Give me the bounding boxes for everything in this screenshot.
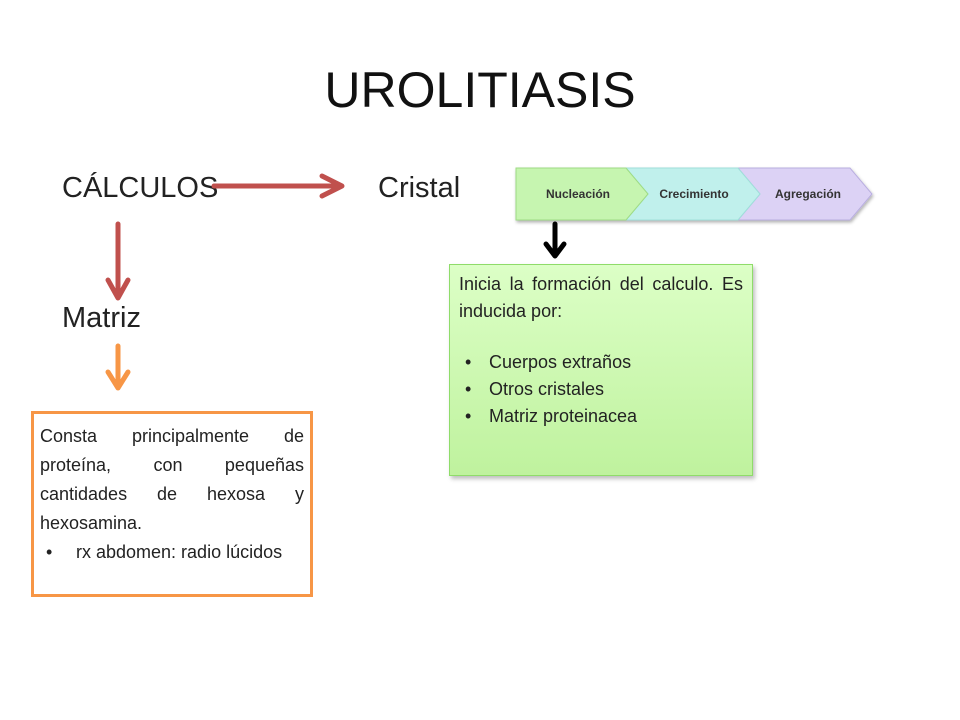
list-item: •Otros cristales	[465, 379, 605, 399]
list-item: •rx abdomen: radio lúcidos	[46, 542, 283, 562]
list-item-text: Matriz proteinacea	[489, 406, 638, 426]
nucleation-inducers-list: •Cuerpos extraños •Otros cristales •Matr…	[459, 349, 743, 430]
list-item: •Cuerpos extraños	[465, 352, 632, 372]
page-title: UROLITIASIS	[324, 62, 636, 118]
process-chevrons: Nucleación Crecimiento Agregación	[515, 167, 873, 221]
cristal-label: Cristal	[378, 172, 461, 204]
list-item-text: Otros cristales	[489, 379, 605, 399]
matriz-to-box-arrow	[105, 343, 131, 391]
nucleation-intro-text: Inicia la formación del calculo. Es indu…	[459, 274, 743, 321]
calculos-to-matriz-arrow	[105, 221, 131, 301]
nucleation-to-box-arrow	[543, 221, 567, 259]
agregacion-label: Agregación	[775, 187, 841, 201]
matrix-description-text: Consta principalmente de proteína, con p…	[40, 426, 304, 533]
list-item-text: Cuerpos extraños	[489, 352, 632, 372]
list-item: •Matriz proteinacea	[465, 406, 638, 426]
nucleacion-label: Nucleación	[546, 187, 610, 201]
calculos-label: CÁLCULOS	[62, 172, 219, 204]
matriz-label: Matriz	[62, 302, 141, 334]
nucleacion-chevron	[515, 167, 649, 221]
matrix-bullet-text: rx abdomen: radio lúcidos	[76, 542, 283, 562]
nucleation-description-box: Inicia la formación del calculo. Es indu…	[449, 264, 753, 476]
crecimiento-label: Crecimiento	[659, 187, 728, 201]
calculos-to-cristal-arrow	[211, 173, 345, 199]
matrix-description-box: Consta principalmente de proteína, con p…	[31, 411, 313, 597]
